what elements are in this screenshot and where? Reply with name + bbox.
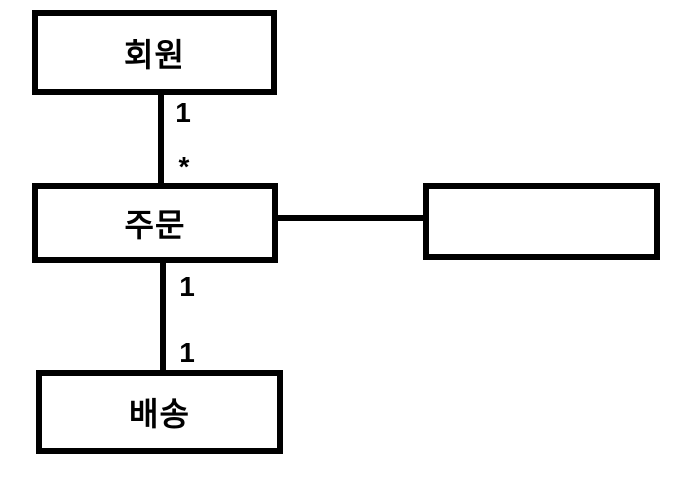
node-delivery-label: 배송 — [129, 396, 190, 432]
edge-order-delivery-line — [160, 262, 166, 372]
node-delivery: 배송 — [36, 370, 283, 454]
multiplicity-order-side: * — [178, 151, 190, 182]
multiplicity-delivery-side: 1 — [179, 337, 195, 368]
edge-order-empty-line — [277, 215, 424, 221]
node-order: 주문 — [32, 183, 278, 263]
multiplicity-order-bottom-side: 1 — [179, 271, 195, 302]
node-order-label: 주문 — [124, 207, 186, 243]
node-empty — [423, 183, 660, 260]
node-member-label: 회원 — [124, 36, 185, 73]
node-member: 회원 — [32, 10, 277, 95]
edge-member-order-line — [158, 94, 164, 184]
multiplicity-member-side: 1 — [175, 97, 191, 128]
